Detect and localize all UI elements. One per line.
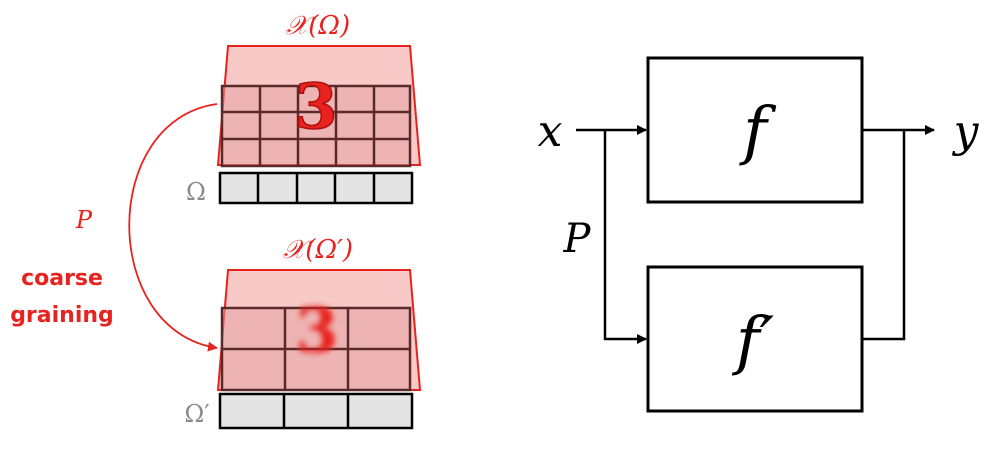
coarse-domain-label: Ω′ [184,400,209,428]
sharp-digit: 3 [294,70,337,143]
branch-operator-label: P [563,216,592,262]
coarse-graining-caption-line2: graining [10,303,114,328]
input-label: x [538,106,563,157]
fine-domain-label: Ω [186,178,206,206]
coarse-signal-label: 𝒳(Ω′) [283,235,353,265]
coarse-graining-arrow [128,103,218,352]
fine-domain-grid [218,171,414,205]
block-diagram [576,56,935,413]
function-f-prime-label: f′ [732,304,775,378]
output-label: y [952,106,980,157]
fine-signal-label: 𝒳(Ω) [286,11,350,41]
function-box-f-prime [646,265,864,413]
merge-line [862,130,906,341]
coarse-graining-operator-label: P [75,206,93,234]
coarse-domain-grid [218,392,414,430]
fine-grid-group: 3 [216,45,422,205]
blurred-digit: 3 [295,294,338,367]
coarse-graining-caption-line1: coarse [21,266,103,291]
coarse-grid-group: 3 [216,269,422,430]
coarse-branch-arrow [603,130,647,344]
